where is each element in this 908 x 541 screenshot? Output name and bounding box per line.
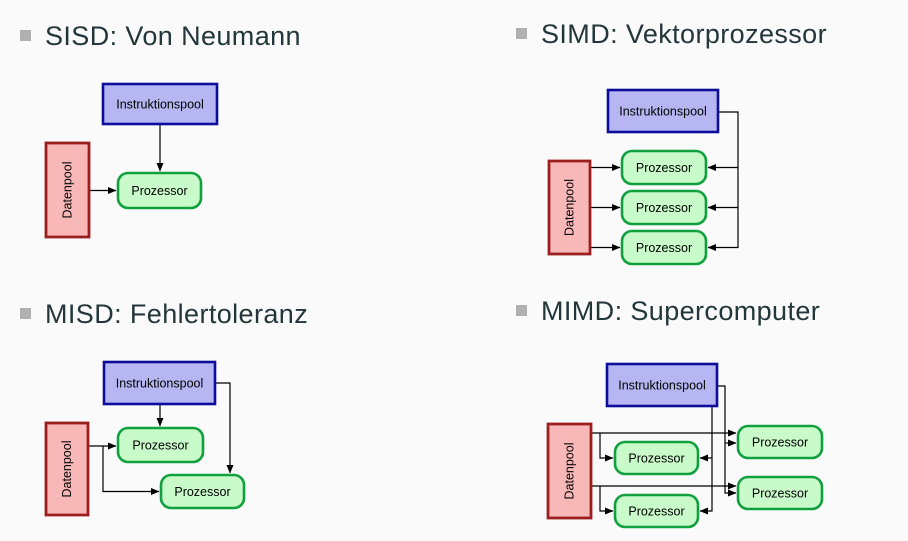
processor-label: Prozessor [628,452,684,466]
processor-label: Prozessor [636,161,692,175]
misd-title: MISD: Fehlertoleranz [45,299,309,329]
section-title-mimd: MIMD: Supercomputer [516,297,820,325]
processor-box [613,493,700,529]
mimd-instruction-trunk-inner [699,406,713,515]
processor-label: Prozessor [628,505,684,519]
processor-box [620,149,708,186]
bullet-square-icon [20,308,31,319]
instruction-pool-box [101,82,219,126]
processor-label: Prozessor [174,485,230,499]
misd-data-arrow-2 [102,446,160,495]
instruction-pool-label: Instruktionspool [618,379,706,393]
instruction-pool-label: Instruktionspool [116,98,204,112]
section-title-sisd: SISD: Von Neumann [20,22,301,50]
data-pool-label: Datenpool [61,162,75,219]
simd-instruction-trunk [707,111,739,251]
bullet-square-icon [516,305,527,316]
instruction-pool-label: Instruktionspool [116,377,204,391]
processor-box [116,426,205,464]
processor-label: Prozessor [636,201,692,215]
processor-label: Prozessor [636,241,692,255]
sisd-title: SISD: Von Neumann [45,21,301,51]
mimd-diagram: Instruktionspool Datenpool Prozessor Pro… [546,362,824,529]
data-pool-box [44,421,90,517]
mimd-data-branch-2 [599,486,614,515]
processor-label: Prozessor [131,184,187,198]
data-pool-box [546,422,593,520]
bullet-square-icon [516,28,527,39]
processor-box [736,424,824,460]
simd-diagram: Instruktionspool Datenpool Prozessor Pro… [547,88,739,266]
processor-label: Prozessor [132,439,188,453]
data-pool-label: Datenpool [60,441,74,498]
mimd-instruction-trunk-outer [717,385,737,497]
instruction-pool-box [606,88,720,134]
misd-diagram: Instruktionspool Datenpool Prozessor Pro… [44,360,246,517]
processor-label: Prozessor [752,487,808,501]
processor-box [613,440,700,476]
processor-box [116,171,203,210]
mimd-data-branch-1 [599,433,614,462]
data-pool-box [547,159,592,256]
data-pool-box [44,141,91,239]
instruction-pool-box [102,360,217,406]
processor-box [620,189,708,226]
processor-label: Prozessor [752,436,808,450]
simd-title: SIMD: Vektorprozessor [541,19,827,49]
sisd-diagram: Instruktionspool Datenpool Prozessor [44,82,219,239]
section-title-simd: SIMD: Vektorprozessor [516,20,827,48]
misd-instruction-arrow-2 [215,382,234,474]
processor-box [620,229,708,266]
data-pool-label: Datenpool [563,179,577,236]
mimd-title: MIMD: Supercomputer [541,296,821,326]
instruction-pool-label: Instruktionspool [619,105,707,119]
processor-box [736,475,824,511]
bullet-square-icon [20,30,31,41]
processor-box [159,473,246,510]
data-pool-label: Datenpool [563,443,577,500]
section-title-misd: MISD: Fehlertoleranz [20,300,308,328]
instruction-pool-box [605,362,719,408]
